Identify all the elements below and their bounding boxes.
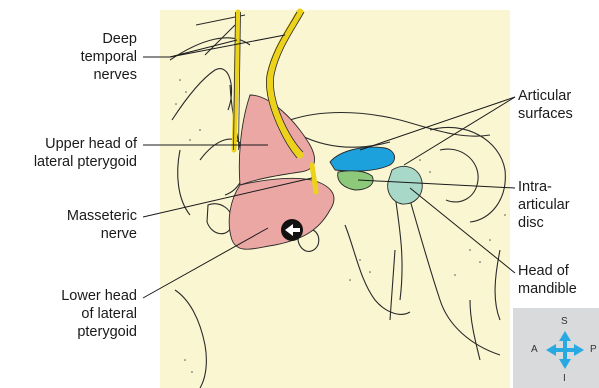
label-line: disc [518, 214, 570, 232]
label-line: articular [518, 196, 570, 214]
label-line: of lateral [61, 305, 137, 323]
label-line: Masseteric [67, 207, 137, 225]
label-masseteric-nerve: Masseteric nerve [67, 207, 137, 243]
direction-marker-icon [281, 219, 303, 241]
compass-label-superior: S [561, 316, 568, 327]
label-line: Intra- [518, 178, 570, 196]
label-intra-articular-disc: Intra- articular disc [518, 178, 570, 232]
label-line: Deep [81, 30, 137, 48]
label-line: nerve [67, 225, 137, 243]
label-head-of-mandible: Head of mandible [518, 262, 577, 298]
compass-label-anterior: A [531, 344, 538, 355]
label-line: mandible [518, 280, 577, 298]
label-line: pterygoid [61, 323, 137, 341]
illustration-background [160, 10, 510, 388]
orientation-compass [513, 308, 599, 388]
label-articular-surfaces: Articular surfaces [518, 87, 573, 123]
label-deep-temporal-nerves: Deep temporal nerves [81, 30, 137, 84]
head-of-mandible [388, 166, 423, 204]
label-upper-head-lateral-pterygoid: Upper head of lateral pterygoid [34, 135, 137, 171]
label-line: Head of [518, 262, 577, 280]
label-line: Lower head [61, 287, 137, 305]
label-line: lateral pterygoid [34, 153, 137, 171]
compass-label-inferior: I [563, 373, 566, 384]
compass-label-posterior: P [590, 344, 597, 355]
label-line: Articular [518, 87, 573, 105]
label-line: temporal [81, 48, 137, 66]
label-lower-head-lateral-pterygoid: Lower head of lateral pterygoid [61, 287, 137, 341]
label-line: nerves [81, 66, 137, 84]
label-line: Upper head of [34, 135, 137, 153]
label-line: surfaces [518, 105, 573, 123]
